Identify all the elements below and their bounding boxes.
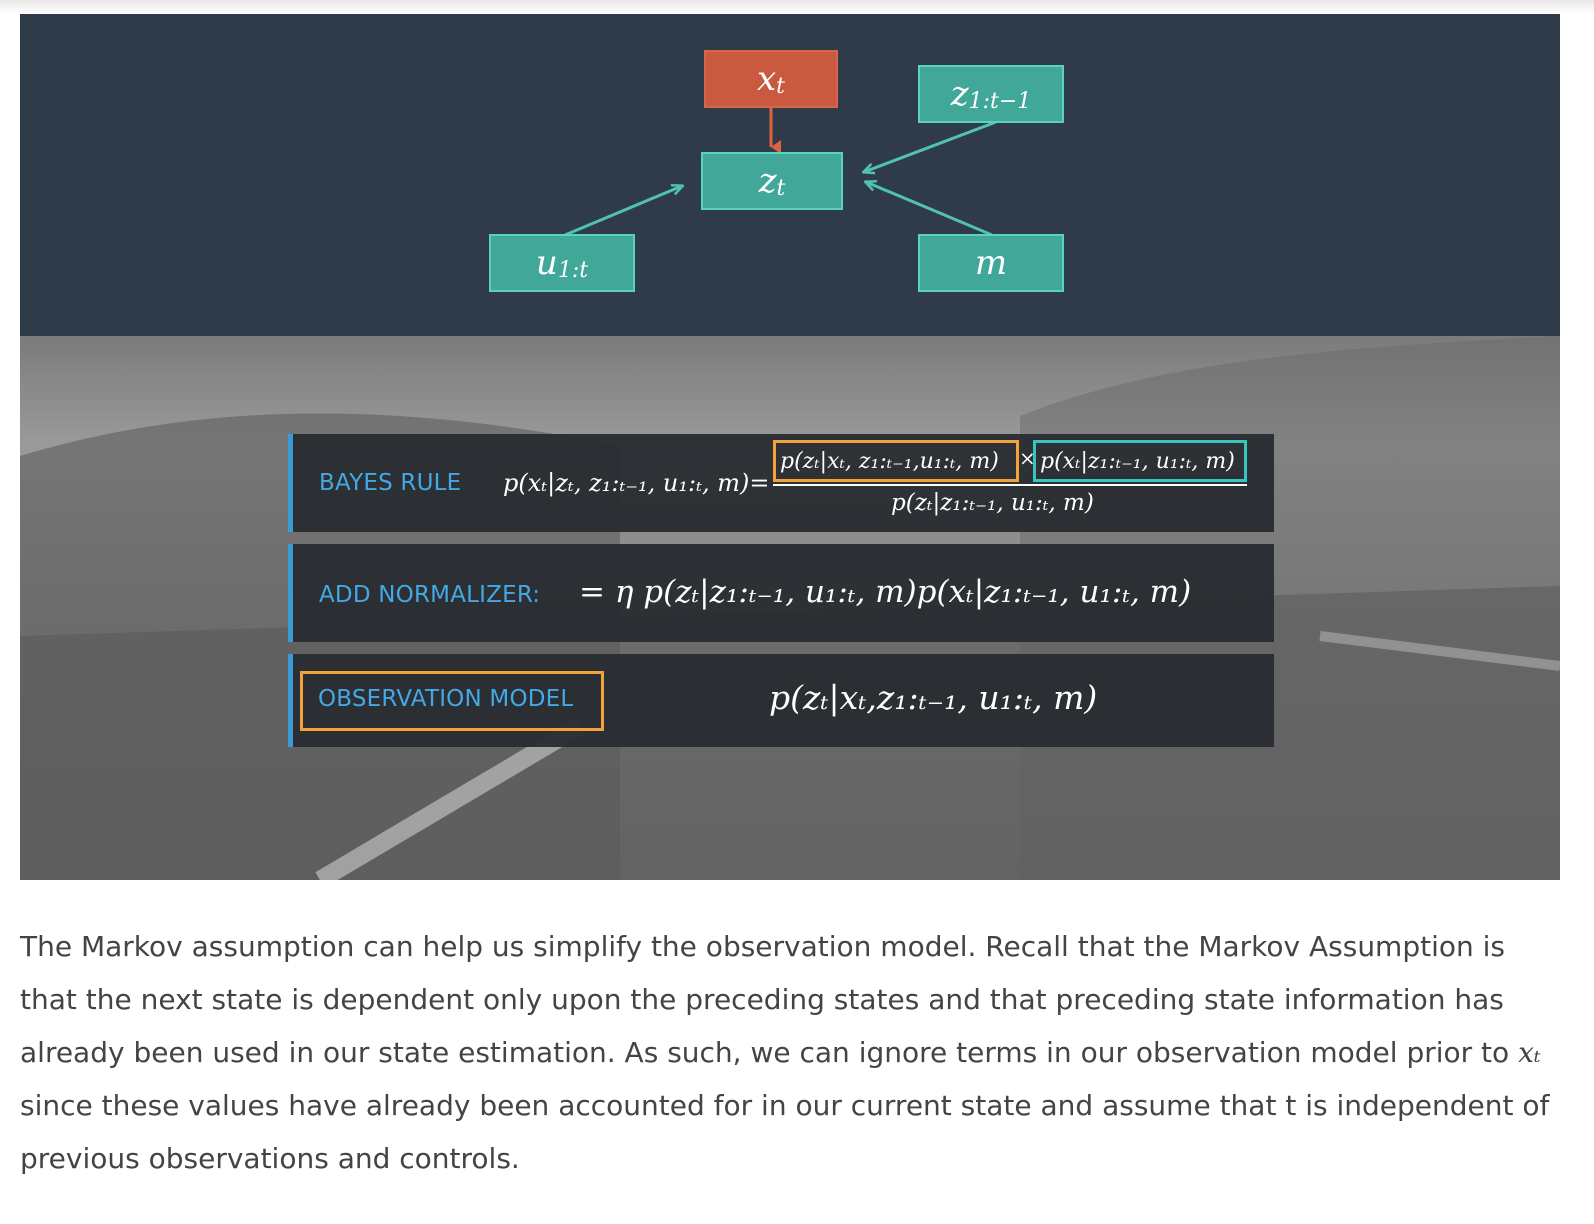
node-xt-base: x: [756, 59, 777, 99]
paragraph-text-1: The Markov assumption can help us simpli…: [20, 930, 1519, 1069]
node-z-history-sub: 1:t−1: [968, 88, 1032, 114]
node-m: m: [918, 234, 1064, 292]
bayes-denominator: p(zₜ|z₁:ₜ₋₁, u₁:ₜ, m): [891, 490, 1094, 516]
bayes-numerator-left: p(zₜ|xₜ, z₁:ₜ₋₁,u₁:ₜ, m): [780, 449, 999, 474]
arrow-m-to-zt: [866, 182, 993, 237]
node-xt-sub: t: [776, 73, 786, 99]
bayes-numerator-right: p(xₜ|z₁:ₜ₋₁, u₁:ₜ, m): [1040, 449, 1235, 474]
node-zt-sub: t: [776, 175, 786, 201]
normalizer-expression: = η p(zₜ|z₁:ₜ₋₁, u₁:ₜ, m)p(xₜ|z₁:ₜ₋₁, u₁…: [579, 574, 1192, 610]
normalizer-row: ADD NORMALIZER: = η p(zₜ|z₁:ₜ₋₁, u₁:ₜ, m…: [288, 544, 1274, 642]
arrow-u-to-zt: [564, 186, 682, 237]
bayes-lhs: p(xₜ|zₜ, z₁:ₜ₋₁, u₁:ₜ, m)=: [503, 469, 770, 497]
arrow-zhist-to-zt: [864, 120, 997, 172]
road-photo-background: BAYES RULE p(xₜ|zₜ, z₁:ₜ₋₁, u₁:ₜ, m)= p(…: [20, 336, 1560, 880]
node-u-base: u: [535, 243, 558, 283]
paragraph-inline-math: xₜ: [1518, 1036, 1541, 1069]
node-m-base: m: [974, 243, 1008, 283]
prior-highlight: p(xₜ|z₁:ₜ₋₁, u₁:ₜ, m): [1033, 440, 1247, 482]
top-shadow: [0, 0, 1594, 14]
paragraph-text-2: since these values have already been acc…: [20, 1089, 1550, 1175]
times-sign: ×: [1019, 446, 1036, 470]
normalizer-label: ADD NORMALIZER:: [319, 582, 541, 608]
bayes-rule-label: BAYES RULE: [319, 470, 462, 496]
likelihood-highlight: p(zₜ|xₜ, z₁:ₜ₋₁,u₁:ₜ, m): [773, 440, 1019, 482]
observation-model-row: p(zₜ|xₜ,z₁:ₜ₋₁, u₁:ₜ, m): [288, 654, 1274, 747]
dependency-arrows: [564, 107, 997, 237]
bayes-rule-row: BAYES RULE p(xₜ|zₜ, z₁:ₜ₋₁, u₁:ₜ, m)= p(…: [288, 434, 1274, 532]
observation-model-highlight: OBSERVATION MODEL: [300, 671, 604, 731]
node-u-sub: 1:t: [557, 257, 589, 283]
fraction-bar: [773, 484, 1247, 486]
observation-model-label: OBSERVATION MODEL: [318, 686, 574, 712]
node-z-history-base: z: [950, 74, 969, 114]
observation-expression: p(zₜ|xₜ,z₁:ₜ₋₁, u₁:ₜ, m): [769, 678, 1098, 717]
node-zt-base: z: [758, 161, 777, 201]
explanation-paragraph: The Markov assumption can help us simpli…: [20, 920, 1560, 1185]
